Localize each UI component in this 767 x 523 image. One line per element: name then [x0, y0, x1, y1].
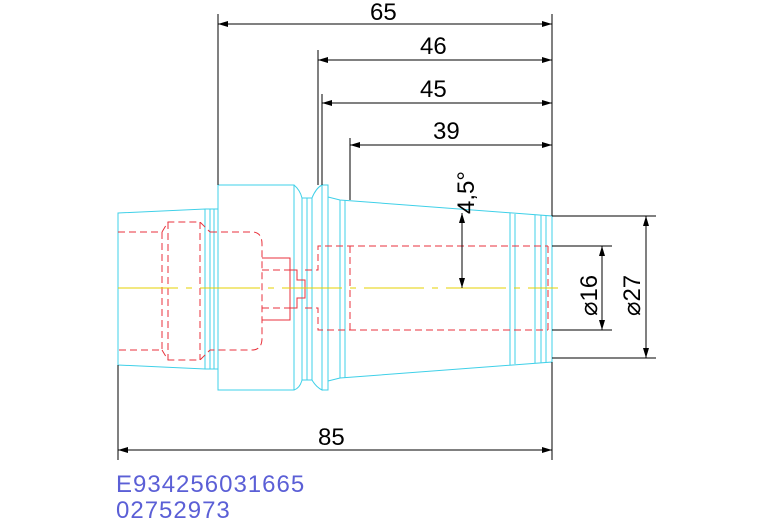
hidden-lines [118, 221, 549, 361]
dim-label-taper-angle: 4,5° [453, 171, 480, 214]
dim-label-dia16: ⌀16 [576, 275, 603, 316]
dim-label-39: 39 [433, 118, 460, 145]
dim-label-dia27: ⌀27 [619, 275, 646, 316]
dimensions: 65 46 45 39 4,5° ⌀16 ⌀27 85 [117, 0, 656, 460]
dim-label-65: 65 [370, 0, 397, 26]
tapered-body [327, 196, 553, 382]
part-code-secondary: 02752973 [116, 497, 231, 523]
dim-label-85: 85 [318, 424, 345, 451]
dim-label-45: 45 [420, 76, 447, 103]
dim-label-46: 46 [420, 33, 447, 60]
v-groove [293, 184, 303, 391]
part-code-primary: E934256031665 [116, 471, 305, 498]
